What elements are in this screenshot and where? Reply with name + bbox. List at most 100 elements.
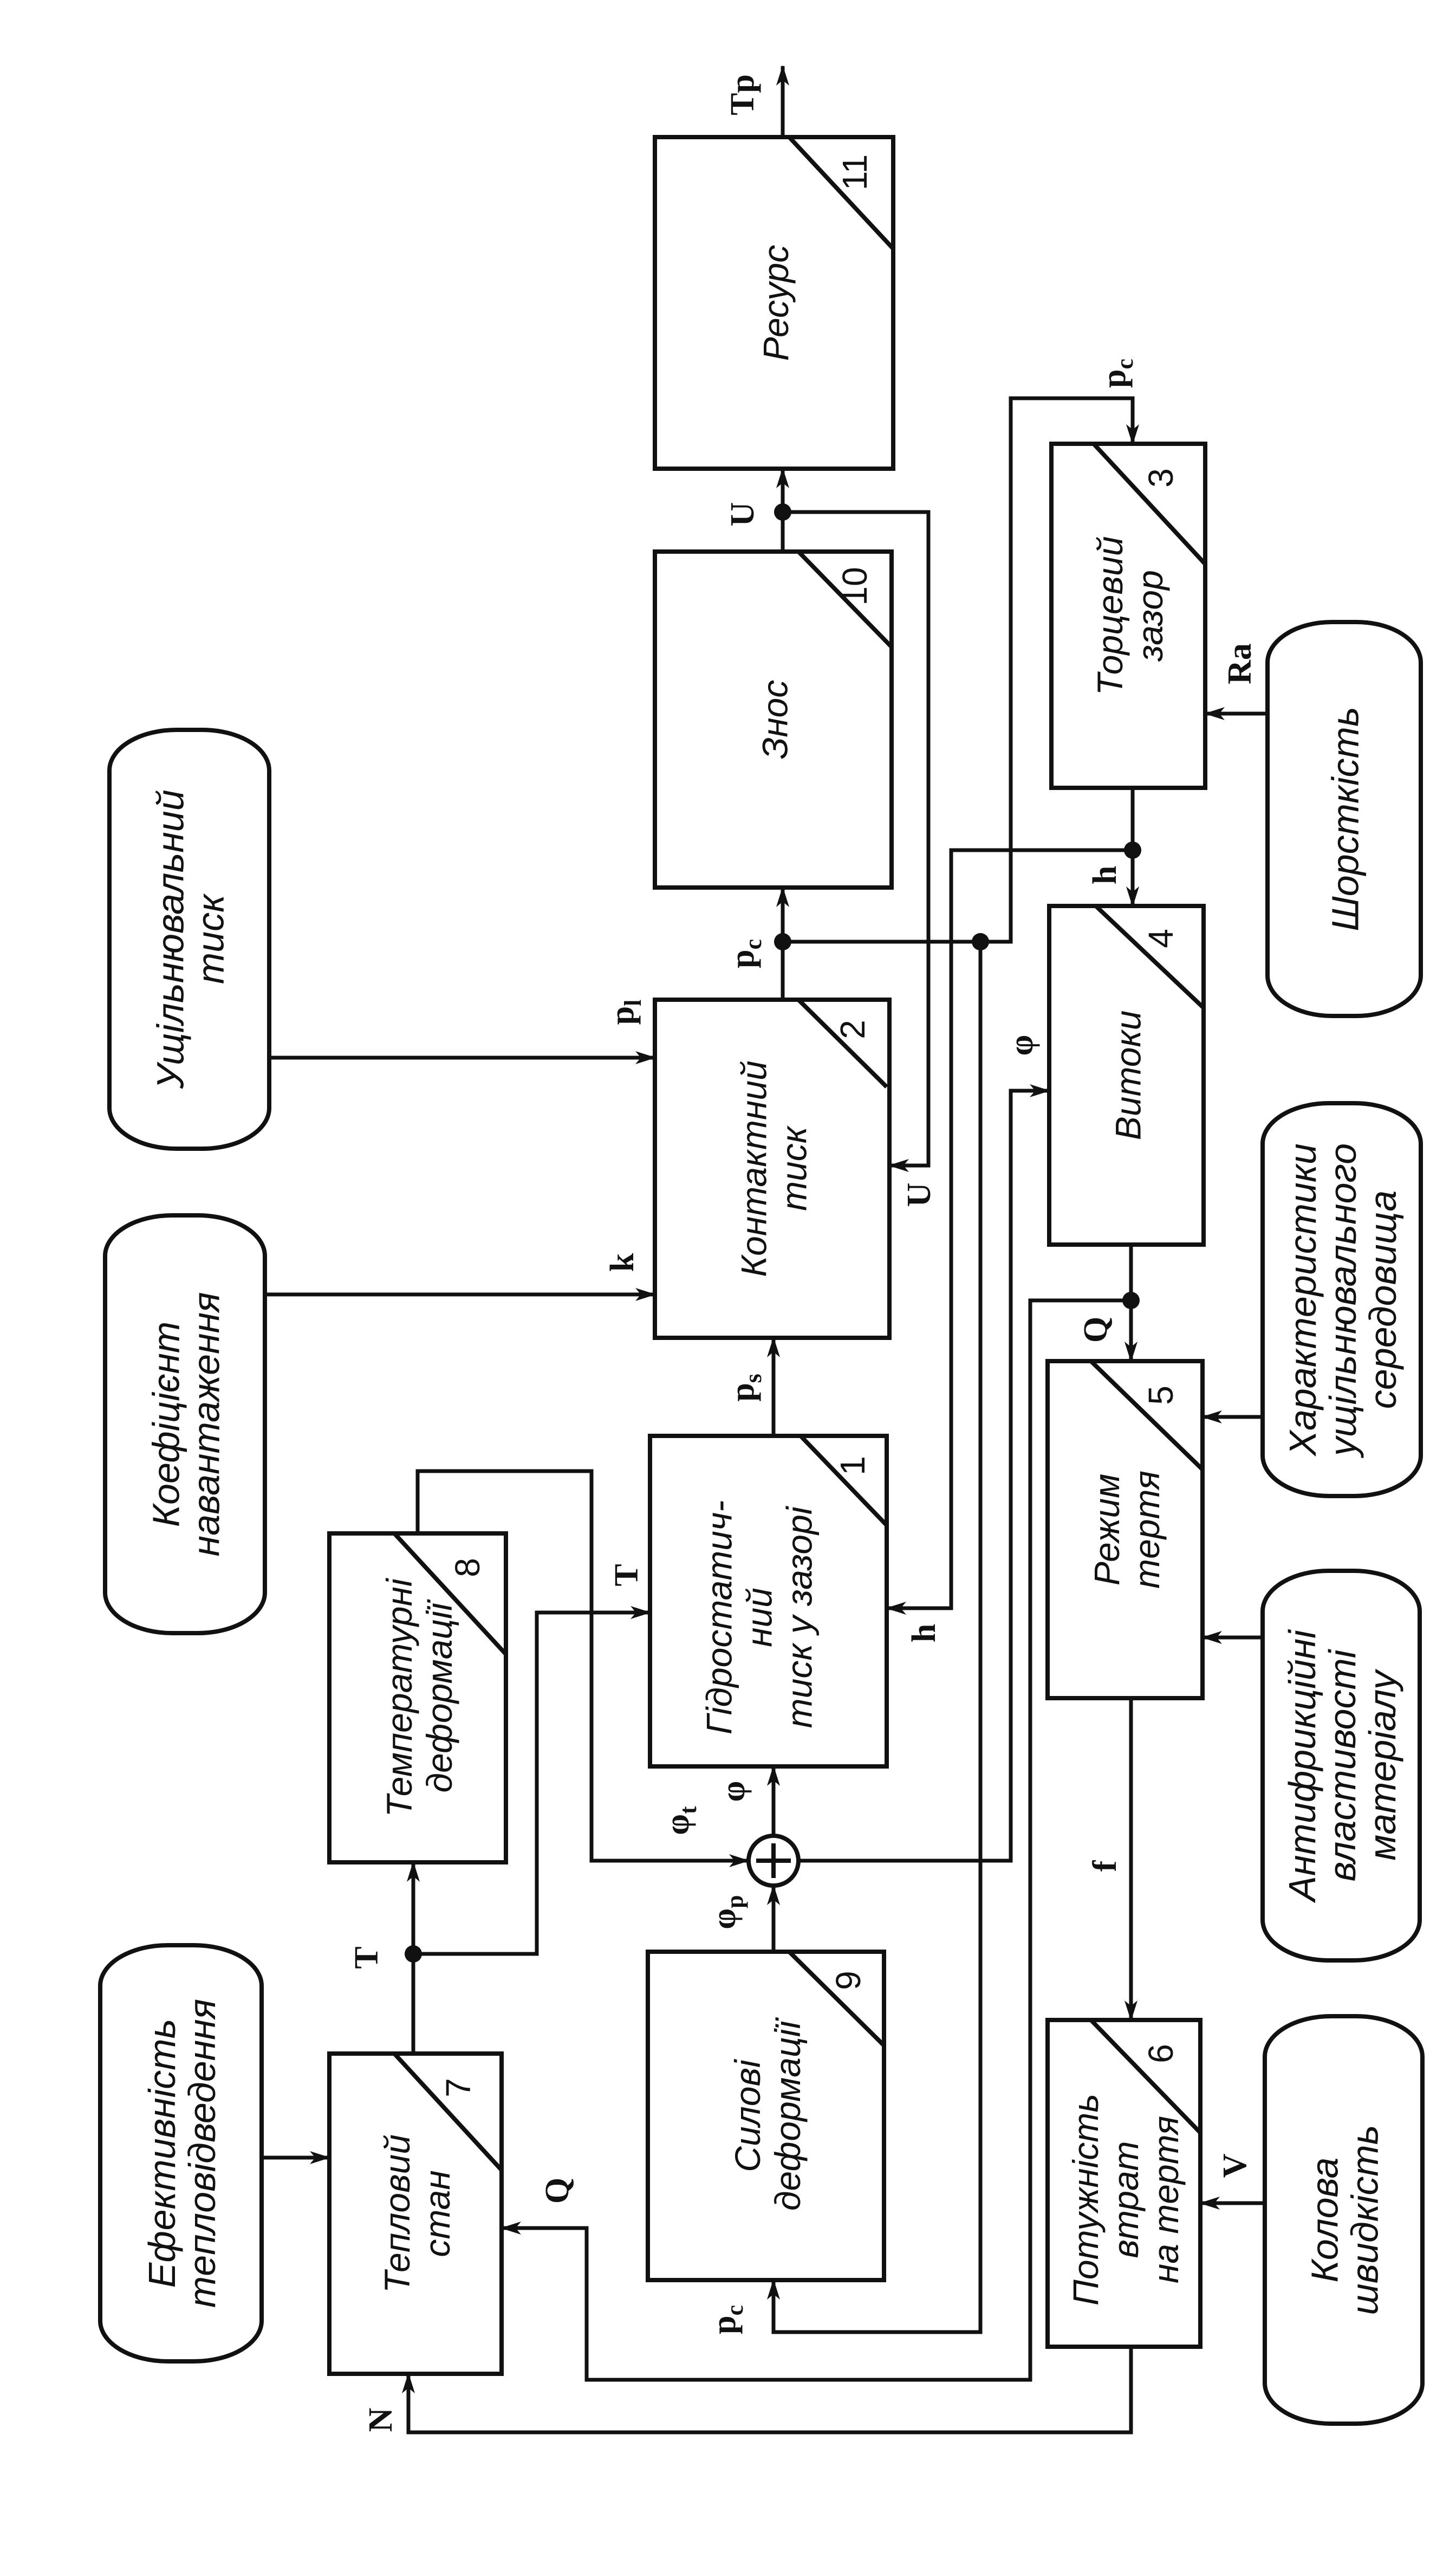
block-label-b6-line: Потужність [1065, 2094, 1106, 2306]
signal-symbol: p [1096, 370, 1133, 388]
block-corner-divider [393, 1532, 508, 1656]
block-number: 2 [833, 1020, 872, 1039]
block-corner-divider [799, 1434, 888, 1527]
input-label-medium: Характеристикиущільнювальногосередовища [1282, 1143, 1404, 1458]
block-label-b4: Витоки [1108, 1011, 1148, 1141]
block-label-b3-line: зазор [1130, 570, 1170, 662]
block-number: 10 [835, 567, 874, 605]
block-corner-divider [1089, 2018, 1202, 2134]
input-roughness [1265, 620, 1423, 1018]
block-label-b9: Силовідеформації [727, 2017, 808, 2211]
block-label-b11: Ресурс [756, 245, 796, 361]
block-label-b8: Температурнідеформації [379, 1577, 459, 1817]
block-number: 3 [1141, 468, 1180, 488]
input-label-medium-line: середовища [1362, 1190, 1404, 1409]
block-label-b9-line: деформації [768, 2017, 808, 2211]
input-label-antifriction-line: властивості [1321, 1648, 1363, 1881]
input-label-medium-line: Характеристики [1282, 1143, 1324, 1457]
signal-label-h-1: h [906, 1624, 942, 1642]
signal-label-pc-3: pc [1096, 359, 1138, 388]
block-corner-divider [1094, 904, 1205, 1009]
block-label-b6: Потужністьвтратна тертя [1065, 2094, 1186, 2306]
input-seal-pressure [107, 728, 271, 1151]
junction-dot [1124, 841, 1141, 859]
block-label-b1-line: Гідростатич- [699, 1500, 739, 1734]
input-label-medium-line: ущільнювального [1322, 1143, 1364, 1458]
block-b6 [1045, 2018, 1202, 2349]
block-number: 5 [1141, 1385, 1180, 1405]
input-label-heat-eff-line: Ефективність [141, 2019, 183, 2288]
block-label-b6-line: на тертя [1146, 2116, 1186, 2283]
block-number: 11 [835, 154, 874, 190]
input-load-coef [103, 1213, 267, 1635]
signal-connector [798, 1084, 1050, 1863]
block-label-b10-line: Знос [755, 680, 795, 760]
junction-dot [972, 933, 989, 950]
input-label-antifriction-line: матеріалу [1361, 1668, 1403, 1860]
input-label-seal-pressure-line: Ущільнювальний [149, 789, 191, 1089]
block-b4 [1047, 904, 1206, 1247]
signal-connector [783, 396, 1139, 944]
input-label-antifriction: Антифрикційнівластивостіматеріалу [1281, 1629, 1403, 1903]
signal-symbol: p [706, 2316, 743, 2334]
input-speed [1263, 2014, 1425, 2426]
block-label-b5-line: Режим [1087, 1474, 1127, 1586]
signal-label-p1: pl [604, 1000, 646, 1025]
signal-symbol: φ [659, 1814, 696, 1835]
block-label-b1: Гідростатич-нийтиск у зазорі [699, 1500, 819, 1734]
signal-symbol: p [724, 950, 761, 968]
signal-symbol: h [906, 1624, 942, 1642]
signal-symbol: φ [706, 1908, 743, 1930]
signal-label-pc-bus: pc [724, 939, 766, 968]
signal-connector [886, 848, 1133, 1615]
junction-dot [774, 933, 791, 950]
signal-symbol: φ [1003, 1035, 1040, 1056]
input-label-seal-pressure-line: тиск [189, 893, 231, 984]
signal-symbol: p [724, 1383, 761, 1401]
signal-label-q-5: Q [1077, 1317, 1114, 1343]
block-label-b11-line: Ресурс [756, 245, 796, 361]
block-label-b9-line: Силові [727, 2058, 768, 2172]
input-label-load-coef-line: навантаження [185, 1292, 227, 1557]
signal-subscript: c [1112, 359, 1138, 370]
block-label-b5-line: тертя [1127, 1471, 1167, 1589]
block-label-b4-line: Витоки [1108, 1011, 1148, 1141]
signal-label-ra: Ra [1221, 643, 1258, 684]
block-corner-divider [797, 998, 888, 1089]
input-label-heat-eff-line: тепловідведення [181, 1999, 223, 2308]
block-number: 1 [833, 1456, 872, 1475]
block-label-b7: Тепловийстан [377, 2134, 457, 2293]
signal-connector [500, 1298, 1131, 2382]
block-number: 6 [1141, 2044, 1180, 2063]
signal-symbol: Q [539, 2178, 576, 2204]
block-b3 [1049, 442, 1207, 790]
signal-subscript: p [722, 1895, 748, 1908]
signal-subscript: c [740, 939, 766, 950]
signal-subscript: c [722, 2305, 748, 2316]
block-b5 [1045, 1359, 1205, 1700]
input-label-heat-eff: Ефективністьтепловідведення [141, 1999, 223, 2308]
block-corner-divider [1092, 442, 1207, 566]
block-label-b1-line: тиск у зазорі [779, 1505, 819, 1728]
block-label-b3: Торцевийзазор [1090, 536, 1170, 696]
block-label-b6-line: втрат [1106, 2141, 1146, 2258]
block-label-b2-line: тиск [774, 1125, 814, 1211]
block-label-b8-line: деформації [419, 1599, 459, 1792]
block-number: 7 [439, 2078, 478, 2097]
signal-connector [767, 942, 983, 2334]
signal-symbol: Ra [1221, 643, 1258, 684]
input-label-roughness-line: Шорсткість [1324, 707, 1366, 931]
signal-connector [783, 510, 931, 1172]
block-b8 [327, 1531, 508, 1864]
block-corner-divider [788, 135, 895, 250]
junction-dot [405, 1945, 422, 1963]
signal-symbol: T [608, 1564, 645, 1586]
signal-symbol: f [1087, 1860, 1123, 1872]
signal-label-k: k [604, 1253, 641, 1272]
input-antifriction [1260, 1569, 1422, 1963]
block-label-b1-line: ний [739, 1588, 779, 1647]
junction-dot [1122, 1292, 1140, 1309]
block-corner-divider [393, 2052, 503, 2172]
input-label-load-coef: Коефіцієнтнавантаження [145, 1292, 227, 1557]
block-label-b8-line: Температурні [379, 1577, 419, 1817]
